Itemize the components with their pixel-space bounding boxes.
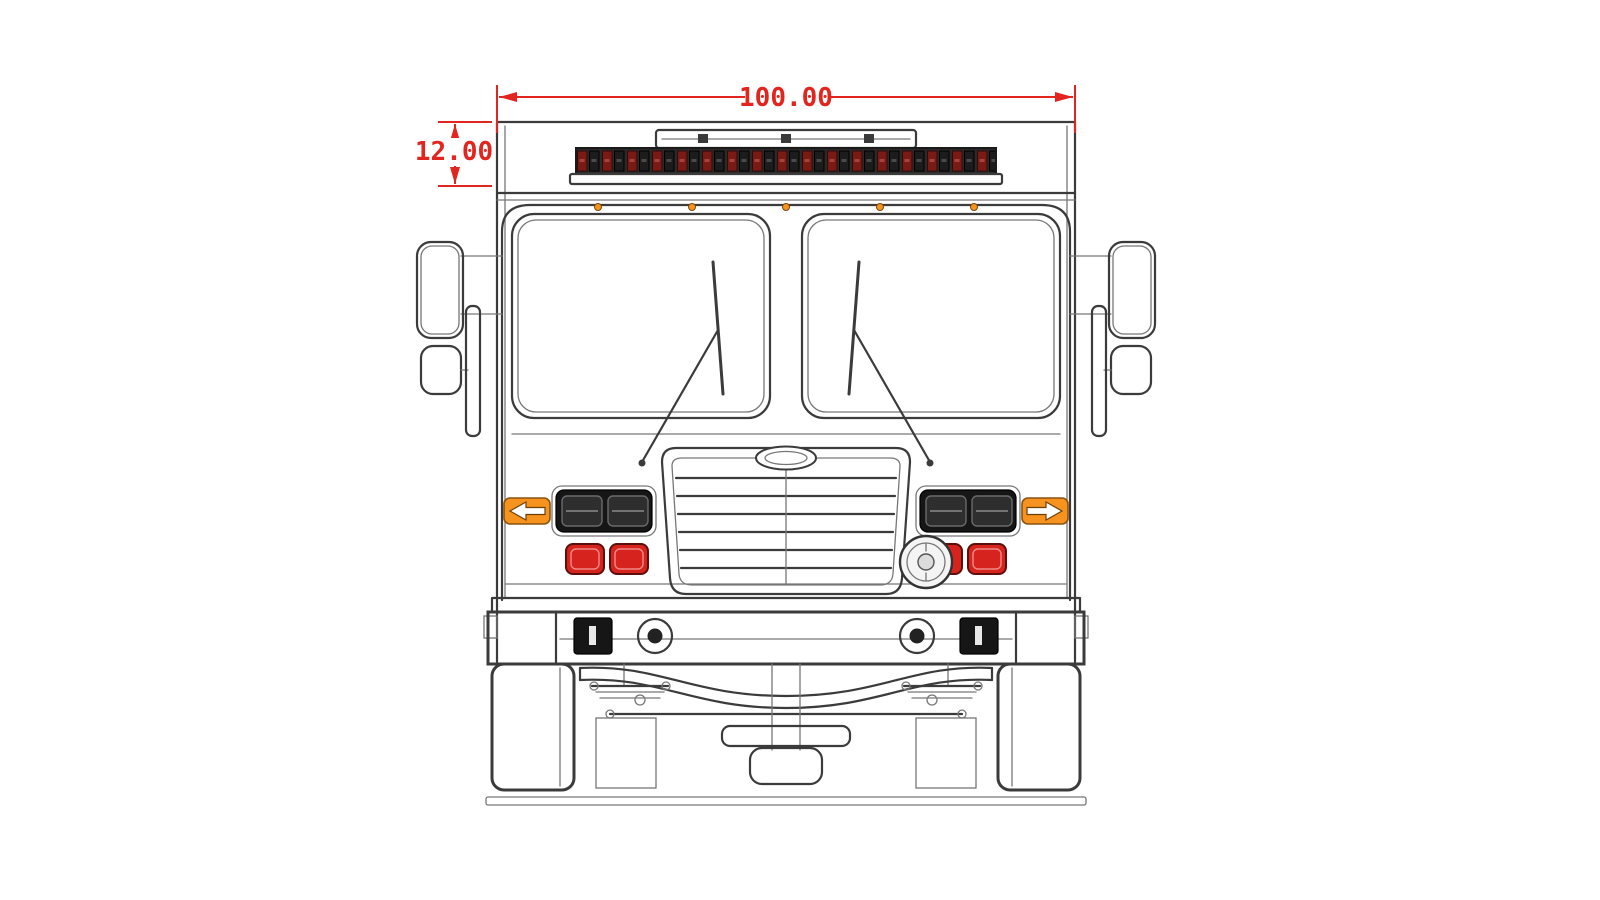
dimension-arrow-right-icon <box>1055 92 1073 102</box>
roof-vent <box>654 128 918 150</box>
dimension-arrow-up-icon <box>450 124 460 141</box>
headlight-left <box>551 485 657 537</box>
windshield-right <box>800 212 1062 420</box>
fog-light-left <box>636 617 674 655</box>
cab-marker-lights <box>594 203 978 211</box>
wiper-right <box>847 260 934 467</box>
grille <box>660 446 912 596</box>
dimension-arrow-down-icon <box>450 167 460 184</box>
dimension-lightbar-height: 12.00 <box>414 121 494 187</box>
light-bar <box>568 147 1004 186</box>
bumper <box>486 596 1086 666</box>
turn-signal-right <box>1021 497 1069 525</box>
wiper-left <box>638 260 725 467</box>
tire-left <box>490 662 576 792</box>
marker-light-icon <box>688 203 696 211</box>
mirror-left <box>415 240 503 438</box>
dimension-overall-width: 100.00 <box>496 83 1076 133</box>
body-outline <box>483 120 1089 664</box>
width-dimension-label: 100.00 <box>739 83 833 113</box>
warning-lights-left <box>565 543 649 575</box>
dimension-arrow-left-icon <box>499 92 517 102</box>
leaf-spring-right <box>901 681 983 699</box>
fog-light-right <box>898 617 936 655</box>
turn-signal-left <box>503 497 551 525</box>
brand-emblem-icon <box>755 445 817 471</box>
leaf-spring-left <box>589 681 671 699</box>
headlight-right <box>915 485 1021 537</box>
marker-light-icon <box>970 203 978 211</box>
windshield-left <box>510 212 772 420</box>
height-dimension-label: 12.00 <box>415 137 493 167</box>
mirror-right <box>1069 240 1157 438</box>
tire-right <box>996 662 1082 792</box>
right-arrow-icon <box>1026 500 1064 522</box>
ground-line <box>485 796 1087 806</box>
chassis <box>578 663 994 789</box>
marker-light-icon <box>782 203 790 211</box>
truck-drawing <box>415 120 1157 806</box>
marker-light-icon <box>876 203 884 211</box>
marker-light-icon <box>594 203 602 211</box>
siren-icon <box>898 534 954 590</box>
left-arrow-icon <box>508 500 546 522</box>
